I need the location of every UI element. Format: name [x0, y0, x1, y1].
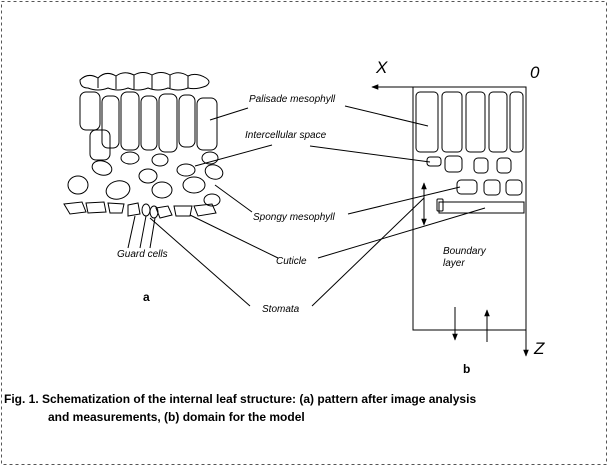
guard-leader-3: [149, 217, 156, 249]
stomata-leader-a: [149, 217, 251, 307]
model-palisade-cells: [415, 91, 524, 153]
origin-label: 0: [530, 63, 540, 82]
guard-leader-2: [139, 215, 147, 249]
lower-epidermis: [63, 201, 217, 219]
spongy-mesophyll-label: Spongy mesophyll: [253, 212, 335, 223]
model-cuticle-strip: [438, 201, 525, 214]
upper-epidermis: [79, 72, 210, 91]
panel-b-label: b: [463, 362, 471, 376]
model-cuticle-end: [436, 198, 444, 212]
stomata-leader-b: [311, 197, 425, 307]
domain-box: [412, 86, 527, 331]
caption-line-1: Fig. 1. Schematization of the internal l…: [4, 392, 477, 406]
cuticle-label: Cuticle: [276, 256, 307, 267]
leaf-cross-section: [63, 72, 224, 219]
intercellular-leader-b: [309, 145, 431, 163]
z-axis-label: Z: [534, 339, 545, 358]
guard-leader-1: [127, 215, 136, 249]
figure-caption: Fig. 1. Schematization of the internal l…: [4, 390, 604, 426]
stomata-label: Stomata: [262, 304, 300, 315]
guard-cells-label: Guard cells: [117, 249, 168, 260]
boundary-label-line2: layer: [443, 258, 465, 269]
palisade-leader-b: [344, 105, 429, 127]
spongy-leader-b: [347, 186, 461, 215]
leader-lines: [127, 105, 486, 307]
spongy-leader-a: [214, 184, 253, 213]
palisade-leader-a: [209, 107, 249, 121]
palisade-cells: [79, 91, 218, 161]
intercellular-space-label: Intercellular space: [245, 130, 327, 141]
panel-a-label: a: [143, 290, 150, 304]
x-axis-label: X: [376, 58, 388, 77]
model-spongy-cells: [444, 155, 523, 196]
cuticle-leader-b: [317, 207, 486, 259]
palisade-mesophyll-label: Palisade mesophyll: [249, 94, 336, 105]
intercellular-leader-a: [194, 144, 273, 167]
boundary-label-line1: Boundary: [443, 246, 486, 257]
spongy-cells: [67, 151, 224, 207]
cuticle-leader-a: [189, 214, 279, 259]
caption-line-2: and measurements, (b) domain for the mod…: [48, 410, 305, 424]
guard-cells: [141, 203, 159, 219]
model-domain: [371, 84, 529, 357]
